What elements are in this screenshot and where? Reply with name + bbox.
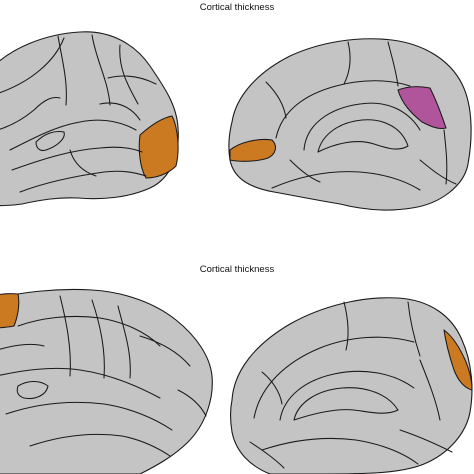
sulcus-cingulate-bottom-medial	[253, 336, 415, 419]
sulcus-paracentral-bottom-medial	[343, 301, 349, 351]
top-panel-title: Cortical thickness	[199, 2, 275, 13]
sulcus-inferior-frontal-top-lateral	[0, 97, 61, 130]
sulcus-precuneus-bottom-medial	[407, 301, 421, 357]
brain-top-medial	[228, 38, 472, 211]
bottom-panel-title: Cortical thickness	[199, 264, 275, 275]
sulcus-parietal-bottom-lateral	[139, 335, 191, 367]
sulcus-callosal-bottom-medial	[279, 370, 415, 421]
sulcus-inferior-frontal-bottom-lateral	[0, 343, 45, 350]
sulcus-corpus-callosum-top-medial	[317, 119, 409, 153]
sulcus-postcentral-bottom-lateral	[117, 305, 131, 379]
brain-bottom-lateral	[0, 288, 213, 474]
sulcus-collateral-top-medial	[271, 171, 421, 191]
region-cingulate-purple-top-medial	[397, 86, 447, 130]
sulcus-superior-frontal-top-medial	[265, 81, 287, 119]
brain-top-lateral	[0, 31, 179, 207]
region-frontal-orange-bottom-lateral	[0, 293, 20, 329]
sulcus-superior-temporal-top-lateral	[11, 146, 143, 171]
sulcus-corpus-callosum-bottom-medial	[293, 387, 399, 421]
sulcus-frontal-bottom-lateral	[17, 315, 161, 347]
sulcus-parieto-occipital-bottom-medial	[419, 359, 441, 421]
brain-bottom-medial	[229, 297, 473, 474]
sulcus-central-bottom-lateral	[91, 299, 105, 379]
sulcus-temporal-medial-top	[289, 159, 321, 183]
sulcus-frontal-medial-bottom	[261, 371, 283, 405]
sulcus-precentral-bottom-lateral	[59, 295, 71, 377]
sulcus-callosal-top-medial	[303, 102, 421, 151]
region-occipital-orange-bottom-medial	[443, 329, 473, 391]
sulcus-inferior-temporal-top-lateral	[19, 170, 147, 193]
sulcus-precentral-top-lateral	[57, 35, 67, 106]
cortex-outline-top-medial	[228, 38, 472, 211]
region-occipital-orange-top-lateral	[138, 115, 179, 179]
sulcus-precuneus-top-medial	[387, 41, 399, 87]
cortex-outline-top-lateral	[0, 31, 179, 207]
sulcus-frontal-top-lateral	[0, 37, 65, 94]
sulcus-calcarine-bottom-medial	[399, 429, 453, 453]
sulcus-insula-top-lateral	[35, 131, 65, 152]
sulcus-sylvian-top-lateral	[9, 119, 137, 151]
sulcus-superior-temporal-bottom-lateral	[5, 401, 173, 431]
region-frontal-orange-top-medial	[229, 139, 277, 162]
sulcus-paracentral-top-medial	[343, 41, 351, 85]
cortex-outline-bottom-medial	[229, 297, 473, 474]
sulcus-temporal-branch-top-lateral	[69, 149, 97, 177]
sulcus-collateral-bottom-medial	[261, 437, 419, 465]
sulcus-calcarine-top-medial	[419, 159, 457, 185]
sulcus-inferior-temporal-bottom-lateral	[29, 433, 171, 457]
sulcus-occipital-bottom-lateral	[177, 389, 207, 417]
sulcus-insula-bottom-lateral	[16, 380, 49, 399]
sulcus-temporal-pole-bottom-medial	[249, 441, 285, 469]
sulcus-cingulate-top-medial	[275, 80, 411, 139]
sulcus-sylvian-bottom-lateral	[0, 367, 161, 399]
cortex-outline-bottom-lateral	[0, 288, 213, 474]
sulcus-parietal-branch-top-lateral	[99, 102, 141, 121]
sulcus-intraparietal-top-lateral	[107, 75, 157, 85]
sulcus-central-top-lateral	[91, 34, 111, 106]
